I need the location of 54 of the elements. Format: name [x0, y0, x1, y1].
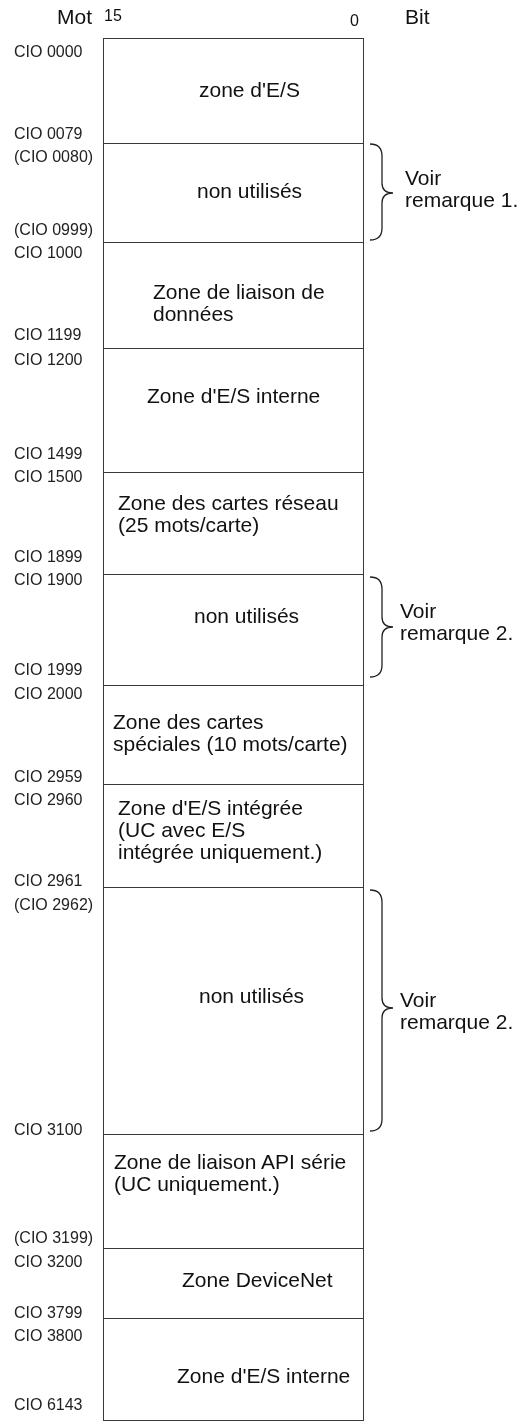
address-label: CIO 0000 [14, 44, 83, 60]
zone-name: non utilisés [197, 180, 304, 202]
address-label: CIO 2961 [14, 873, 83, 889]
address-label: (CIO 2962) [14, 897, 94, 913]
address-label: CIO 1900 [14, 572, 83, 588]
note-reference: Voir remarque 2. [400, 989, 515, 1033]
zone-name: Zone de liaison API série (UC uniquement.) [114, 1151, 348, 1195]
memory-area-band [103, 887, 364, 1135]
memory-area-band [103, 574, 364, 686]
address-label: CIO 1999 [14, 662, 83, 678]
zone-name: Zone des cartes réseau (25 mots/carte) [118, 492, 340, 536]
zone-name: Zone d'E/S interne [177, 1365, 352, 1387]
zone-name: non utilisés [199, 985, 306, 1007]
address-label: CIO 1499 [14, 446, 83, 462]
address-label: CIO 1899 [14, 549, 83, 565]
address-label: CIO 1199 [14, 327, 82, 343]
address-label: (CIO 0999) [14, 222, 94, 238]
memory-area-band [103, 784, 364, 888]
zone-name: zone d'E/S [199, 79, 301, 101]
address-label: CIO 3800 [14, 1328, 83, 1344]
note-reference: Voir remarque 2. [400, 600, 515, 644]
memory-area-band [103, 1134, 364, 1249]
address-label: CIO 1200 [14, 352, 83, 368]
address-label: CIO 2000 [14, 686, 83, 702]
address-label: (CIO 0080) [14, 149, 94, 165]
zone-name: Zone d'E/S intégrée (UC avec E/S intégrée uniquement.) [118, 797, 323, 863]
column-header: Bit [405, 5, 430, 27]
address-label: CIO 3100 [14, 1122, 83, 1138]
note-reference: Voir remarque 1. [405, 167, 520, 211]
memory-area-band [103, 348, 364, 473]
memory-area-band [103, 685, 364, 785]
address-label: CIO 6143 [14, 1397, 83, 1413]
zone-name: Zone d'E/S interne [147, 385, 322, 407]
address-label: CIO 0079 [14, 126, 83, 142]
address-label: CIO 1500 [14, 469, 83, 485]
memory-area-band [103, 38, 364, 144]
memory-area-band [103, 143, 364, 243]
zone-name: Zone DeviceNet [182, 1269, 334, 1291]
bit-number: 0 [350, 13, 359, 29]
memory-area-band [103, 1318, 364, 1421]
address-label: CIO 3200 [14, 1254, 83, 1270]
zone-name: non utilisés [194, 605, 301, 627]
address-label: CIO 3799 [14, 1305, 83, 1321]
zone-name: Zone des cartes spéciales (10 mots/carte) [113, 711, 349, 755]
address-label: CIO 1000 [14, 245, 83, 261]
address-label: CIO 2960 [14, 792, 83, 808]
memory-area-band [103, 1248, 364, 1319]
address-label: CIO 2959 [14, 769, 83, 785]
address-label: (CIO 3199) [14, 1230, 94, 1246]
zone-name: Zone de liaison de données [153, 281, 326, 325]
bit-number: 15 [104, 8, 122, 24]
memory-area-band [103, 472, 364, 575]
memory-area-band [103, 242, 364, 349]
column-header: Mot [57, 5, 92, 27]
